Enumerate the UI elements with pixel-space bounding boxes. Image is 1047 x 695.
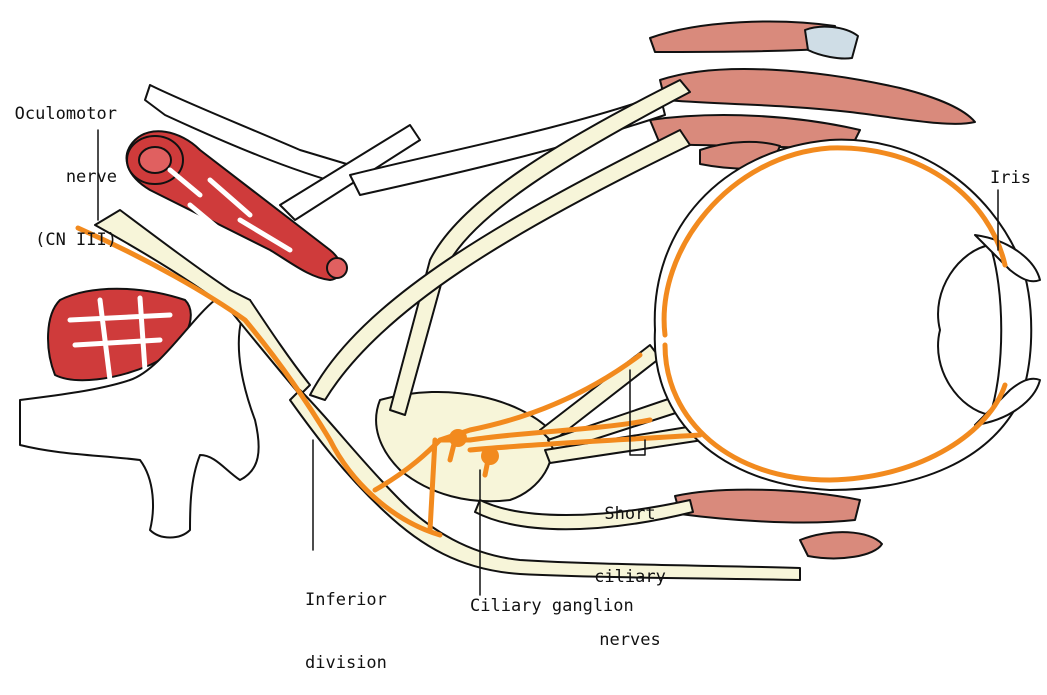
eyeball	[655, 140, 1040, 490]
oculomotor-label-line-3: (CN III)	[2, 230, 117, 251]
short-ciliary-line-3: nerves	[590, 630, 670, 651]
short-ciliary-nerves-label: Short ciliary nerves	[590, 462, 670, 672]
inferior-division-line-1: Inferior	[305, 590, 387, 611]
short-ciliary-line-2: ciliary	[590, 567, 670, 588]
inferior-division-label: Inferior division	[305, 548, 387, 695]
iris-label: Iris	[990, 168, 1031, 189]
oculomotor-label-line-2: nerve	[2, 167, 117, 188]
ciliary-ganglion-label: Ciliary ganglion	[470, 596, 634, 617]
inferior-muscles	[675, 490, 882, 559]
ciliary-ganglion-diagram	[0, 0, 1047, 620]
inferior-division-line-2: division	[305, 653, 387, 674]
short-ciliary-line-1: Short	[590, 504, 670, 525]
oculomotor-nerve-label: Oculomotor nerve (CN III)	[2, 62, 117, 272]
oculomotor-label-line-1: Oculomotor	[2, 104, 117, 125]
